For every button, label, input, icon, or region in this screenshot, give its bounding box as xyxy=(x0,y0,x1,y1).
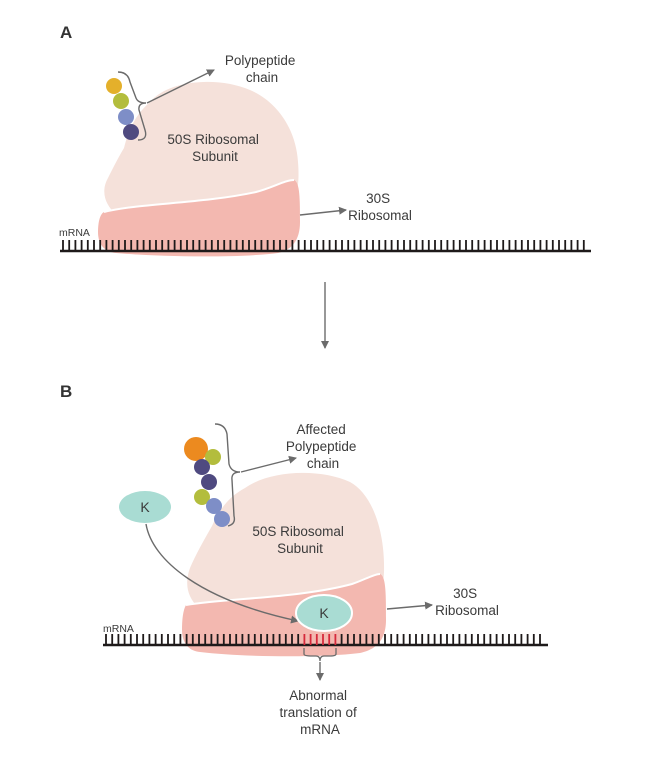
drug-k-bound-label: K xyxy=(319,605,329,621)
panel-b-polypeptide-label: Affected Polypeptide chain xyxy=(286,422,360,471)
amino-acid-bead xyxy=(206,498,222,514)
panel-a-mrna-label: mRNA xyxy=(59,227,90,239)
panel-a-polypeptide-arrow xyxy=(146,69,215,104)
amino-acid-bead xyxy=(214,511,230,527)
panel-a-chain-brace xyxy=(117,71,147,141)
panel-b-subunit-divider xyxy=(185,573,381,606)
panel-a-30s-label: 30S Ribosomal xyxy=(348,191,412,223)
amino-acid-bead xyxy=(106,78,122,94)
panel-b: B K K xyxy=(60,382,548,737)
panel-b-30s-label: 30S Ribosomal xyxy=(435,586,499,618)
panel-a-30s-arrow xyxy=(299,206,347,216)
panel-b-letter: B xyxy=(60,382,72,401)
panel-a-subunit-divider xyxy=(103,179,295,213)
abnormal-translation-label: Abnormal translation of mRNA xyxy=(279,688,360,737)
panel-b-mrna-label: mRNA xyxy=(103,623,134,635)
panel-a-polypeptide-chain xyxy=(106,78,139,140)
panel-a-50s-label: 50S Ribosomal Subunit xyxy=(167,132,262,164)
panel-b-50s-label: 50S Ribosomal Subunit xyxy=(252,524,347,556)
panel-b-polypeptide-arrow xyxy=(240,455,297,473)
panel-b-30s-arrow xyxy=(386,601,433,610)
panel-a-small-subunit xyxy=(98,180,300,257)
panel-b-chain-brace xyxy=(214,423,241,527)
drug-k-free-label: K xyxy=(140,499,150,515)
drug-k-bound xyxy=(295,594,353,632)
amino-acid-bead xyxy=(194,489,210,505)
panel-b-mrna-codons xyxy=(105,634,541,645)
panel-a: A Polypeptide chain 50S Ribosomal Subuni… xyxy=(59,23,591,257)
panel-a-mrna-codons xyxy=(62,240,585,251)
panel-a-large-subunit xyxy=(104,81,299,214)
panel-a-polypeptide-label: Polypeptide chain xyxy=(225,53,299,85)
amino-acid-bead xyxy=(123,124,139,140)
drug-k-free xyxy=(119,491,171,523)
drug-binding-arrow xyxy=(145,523,299,624)
panel-a-letter: A xyxy=(60,23,72,42)
amino-acid-bead-large xyxy=(184,437,208,461)
amino-acid-bead xyxy=(118,109,134,125)
abnormal-codon-brace xyxy=(303,648,337,662)
amino-acid-bead xyxy=(205,449,221,465)
panel-b-polypeptide-chain xyxy=(184,437,230,527)
amino-acid-bead xyxy=(194,459,210,475)
panel-b-large-subunit xyxy=(187,472,385,607)
panel-b-mrna-strand xyxy=(103,634,548,647)
amino-acid-bead xyxy=(201,474,217,490)
panel-a-mrna-strand xyxy=(60,240,591,253)
amino-acid-bead xyxy=(113,93,129,109)
